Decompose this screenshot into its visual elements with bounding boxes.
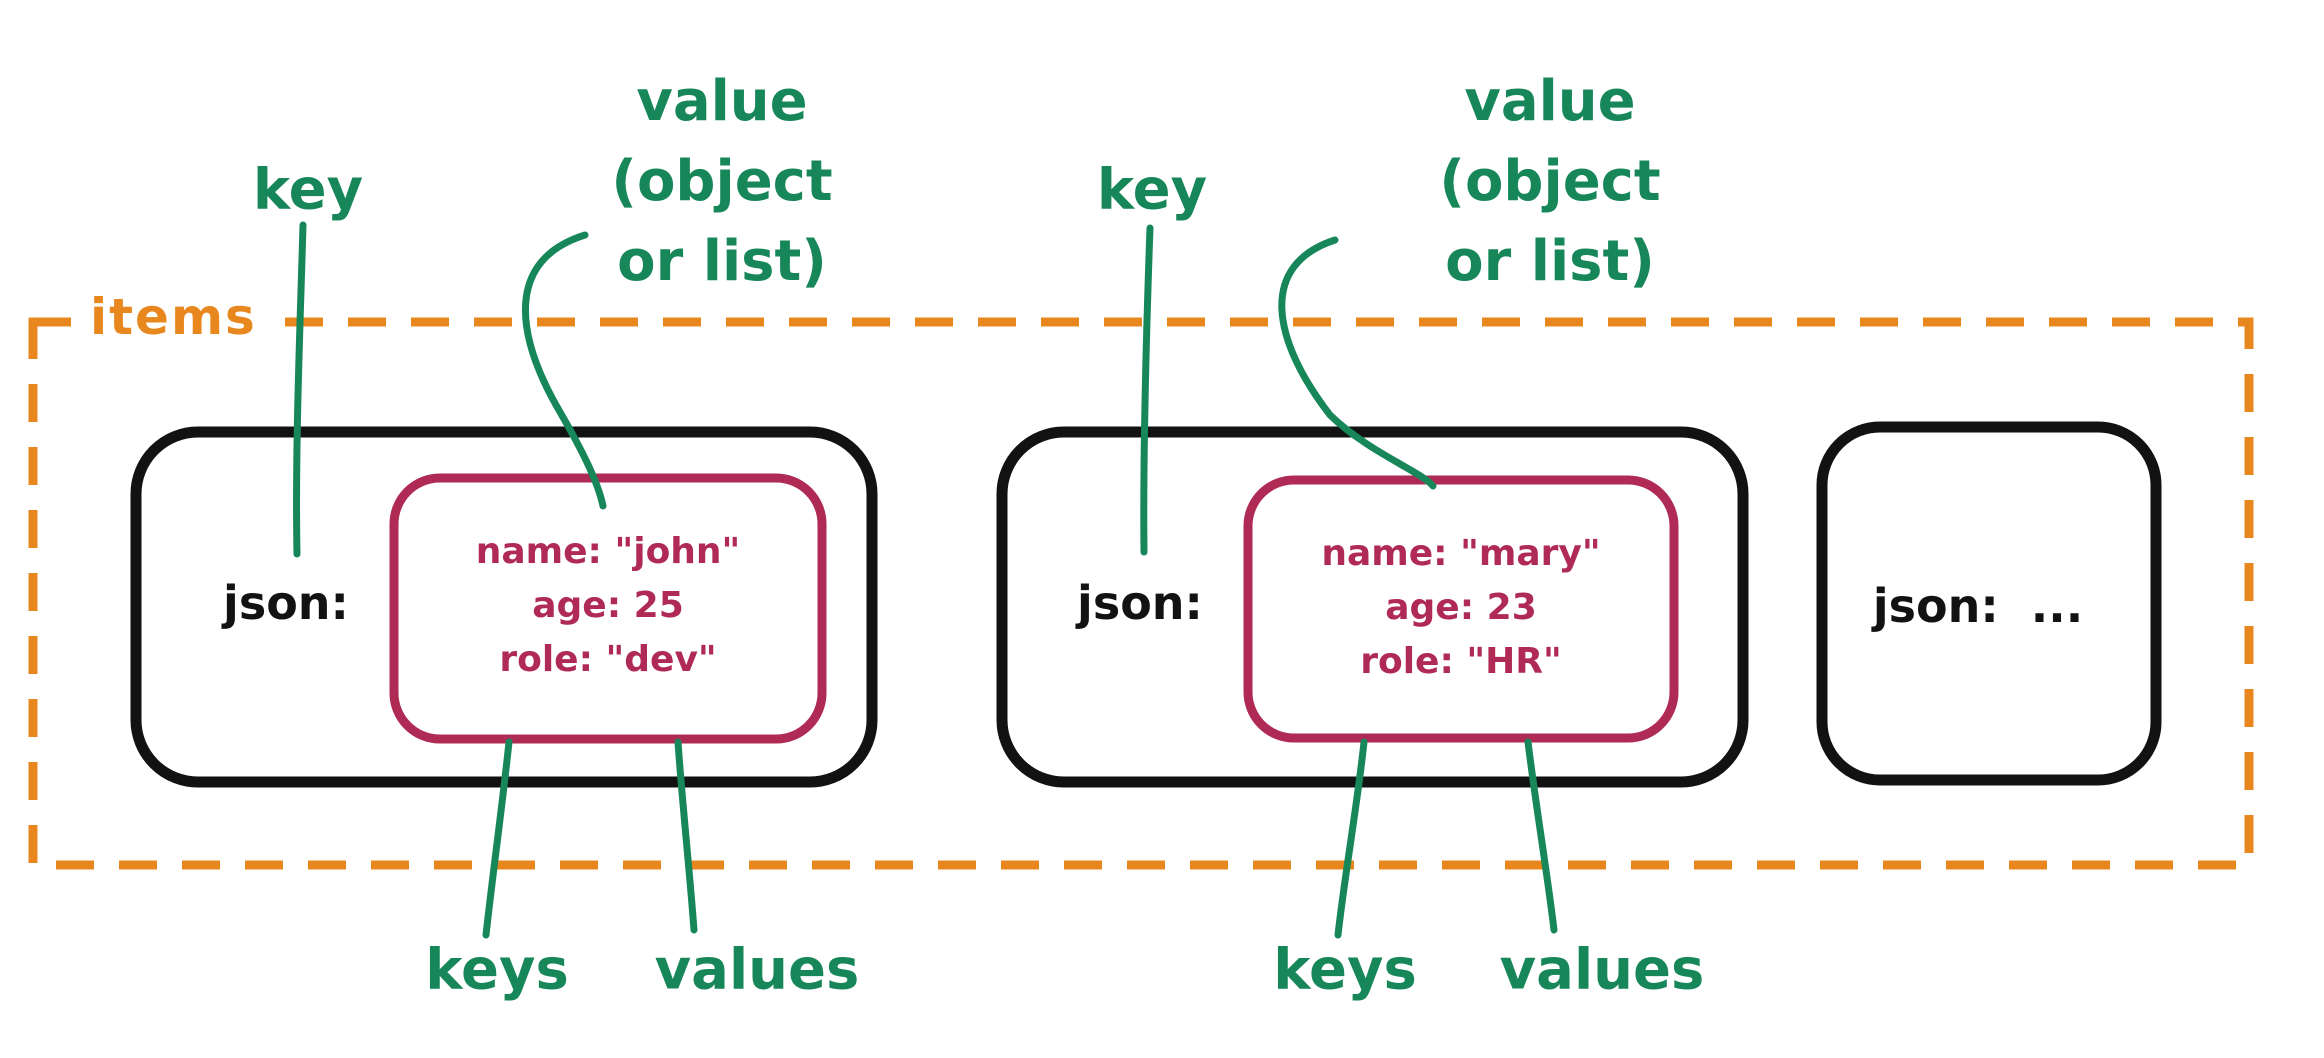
value-connector-left [522, 231, 607, 510]
item1-field-role: role: "dev" [499, 639, 717, 680]
item2-object-fields: name: "mary" age: 23 role: "HR" [1321, 527, 1600, 689]
object-box-1 [389, 473, 827, 744]
item1-field-name: name: "john" [475, 531, 741, 572]
value-label-right-line1: value [1464, 69, 1636, 134]
item2-field-name: name: "mary" [1321, 533, 1601, 574]
value-label-right: value (object or list) [1439, 62, 1660, 302]
item-card-2 [996, 426, 1749, 788]
values-label-right: values [1499, 937, 1705, 1003]
value-label-left-line1: value [636, 69, 808, 134]
value-label-left-line3: or list) [617, 229, 827, 294]
item3-key-label: json: ... [1872, 579, 2084, 633]
object-box-2 [1243, 475, 1679, 743]
item1-object-fields: name: "john" age: 25 role: "dev" [476, 525, 741, 687]
item2-field-age: age: 23 [1385, 587, 1537, 628]
key-connector-right [1140, 224, 1154, 556]
value-label-left-line2: (object [611, 149, 833, 214]
value-connector-right [1278, 236, 1437, 490]
items-label: items [76, 288, 271, 350]
item2-key-label: json: [1077, 576, 1203, 630]
key-connector-left [293, 221, 307, 558]
item-card-3 [1816, 421, 2162, 786]
keys-connector-left [482, 738, 513, 939]
item1-key-label: json: [223, 576, 349, 630]
item2-field-role: role: "HR" [1360, 641, 1562, 682]
key-label-left: key [252, 157, 364, 223]
values-connector-right [1524, 738, 1558, 934]
value-label-right-line3: or list) [1445, 229, 1655, 294]
keys-connector-right [1334, 738, 1368, 939]
values-connector-left [674, 738, 698, 934]
values-label-left: values [654, 937, 860, 1003]
item1-field-age: age: 25 [532, 585, 684, 626]
keys-label-left: keys [425, 937, 569, 1003]
value-label-right-line2: (object [1439, 149, 1661, 214]
items-dashed-container [28, 317, 2254, 870]
keys-label-right: keys [1273, 937, 1417, 1003]
key-label-right: key [1096, 157, 1208, 223]
value-label-left: value (object or list) [611, 62, 832, 302]
